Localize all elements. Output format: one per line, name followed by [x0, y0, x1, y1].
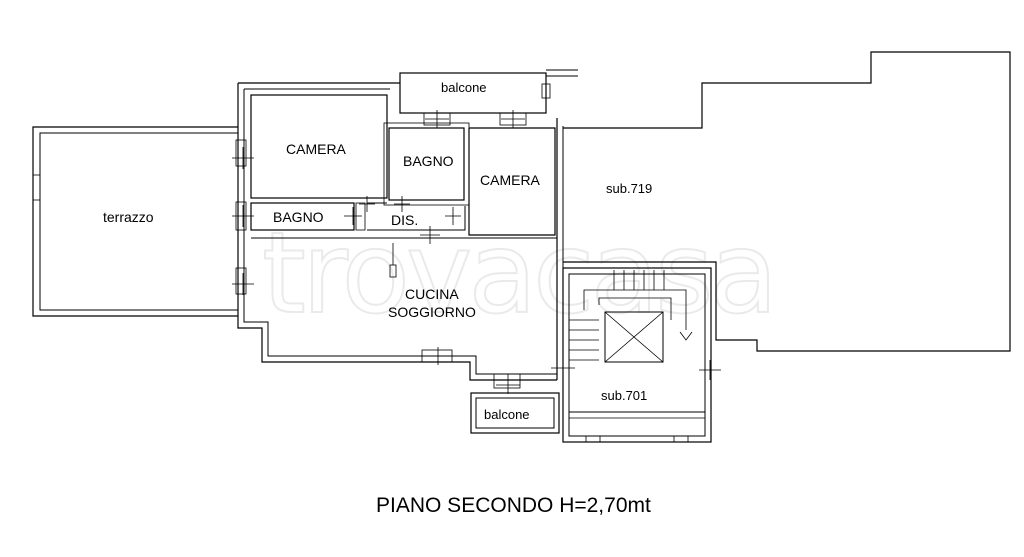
label-balcone-top: balcone [441, 80, 487, 95]
door-symbols [232, 110, 721, 394]
balcone-top-walls [399, 69, 578, 114]
label-bagno-left: BAGNO [273, 209, 324, 225]
sub-701-walls [562, 267, 712, 443]
terrazzo-outline [32, 126, 238, 317]
balcone-bottom-walls [470, 392, 560, 434]
label-bagno-top: BAGNO [403, 153, 454, 169]
label-sub-719: sub.719 [606, 181, 652, 196]
bagno-left-walls [250, 202, 366, 231]
label-balcone-bottom: balcone [484, 407, 530, 422]
label-sub-701: sub.701 [601, 388, 647, 403]
label-cucina: CUCINA [405, 286, 459, 302]
disimpegno-walls [251, 202, 557, 239]
apartment-outer-walls [237, 82, 564, 381]
plan-caption: PIANO SECONDO H=2,70mt [376, 494, 651, 517]
camera-right-walls [468, 127, 556, 236]
staircase [569, 270, 693, 363]
label-camera-right: CAMERA [480, 172, 541, 188]
label-camera-left: CAMERA [286, 141, 347, 157]
label-soggiorno: SOGGIORNO [388, 304, 476, 320]
label-terrazzo: terrazzo [103, 209, 154, 225]
camera-left-walls [250, 94, 388, 199]
label-dis: DIS. [391, 212, 418, 228]
sub-719-outline [563, 51, 1011, 352]
